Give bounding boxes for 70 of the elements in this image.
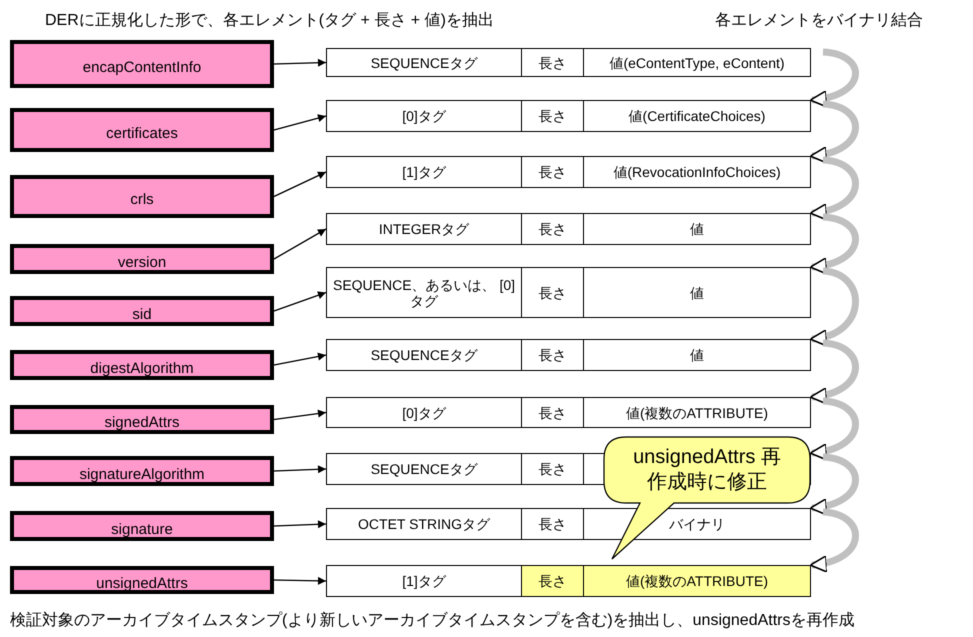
length-cell: 長さ <box>521 566 583 596</box>
heading-text: 各エレメントをバイナリ結合 <box>715 11 923 31</box>
curved-arrow <box>810 48 859 107</box>
field-box: crls <box>10 175 274 218</box>
length-cell: 長さ <box>521 101 583 131</box>
arrow <box>274 465 326 474</box>
arrow <box>274 171 326 198</box>
arrow <box>274 520 326 528</box>
value-cell: 値 <box>583 214 810 244</box>
curved-arrow <box>810 340 859 404</box>
tag-cell-text: [0]タグ <box>401 404 448 423</box>
value-cell: 値 <box>583 340 810 370</box>
tag-cell-text: [1]タグ <box>401 163 448 182</box>
arrow <box>274 114 326 131</box>
tag-cell-text: SEQUENCE、あるいは、 [0] タグ <box>332 276 516 310</box>
caption-text: 検証対象のアーカイブタイムスタンプ(より新しいアーカイブタイムスタンプを含む)を抽出し、unsignedAttrsを再作成 <box>10 610 854 631</box>
value-cell: 値(CertificateChoices) <box>583 101 810 131</box>
element-row <box>326 565 811 597</box>
arrow <box>274 576 326 585</box>
heading-text: DERに正規化した形で、各エレメント(タグ + 長さ + 値)を抽出 <box>45 10 494 31</box>
field-box: unsignedAttrs <box>10 566 274 594</box>
value-cell: 値 <box>583 268 810 317</box>
curved-arrow <box>810 508 859 572</box>
curved-arrow <box>810 156 859 220</box>
tag-cell-text: OCTET STRINGタグ <box>357 515 492 534</box>
tooltip-text: unsignedAttrs 再作成時に修正 <box>604 437 810 503</box>
field-box: encapContentInfo <box>10 40 274 88</box>
element-row <box>326 267 811 318</box>
arrow <box>274 291 326 312</box>
element-row <box>326 48 811 77</box>
value-cell: 値(複数のATTRIBUTE) <box>583 566 810 596</box>
length-cell: 長さ <box>521 509 583 539</box>
element-row <box>326 397 811 428</box>
element-row <box>326 100 811 132</box>
curved-arrow <box>810 454 859 515</box>
field-box: version <box>10 244 274 274</box>
length-cell: 長さ <box>521 398 583 427</box>
length-cell: 長さ <box>521 49 583 76</box>
field-box: signature <box>10 511 274 541</box>
element-row <box>326 213 811 245</box>
field-box: signatureAlgorithm <box>10 456 274 486</box>
field-box: sid <box>10 296 274 326</box>
field-box: certificates <box>10 108 274 152</box>
length-cell: 長さ <box>521 157 583 187</box>
length-cell: 長さ <box>521 268 583 317</box>
curved-arrow <box>810 398 859 460</box>
curved-arrow <box>810 268 859 346</box>
tag-cell-text: SEQUENCEタグ <box>370 346 479 365</box>
curved-arrow <box>810 214 859 274</box>
field-box: signedAttrs <box>10 405 274 434</box>
length-cell: 長さ <box>521 214 583 244</box>
tag-cell-text: [1]タグ <box>401 572 448 591</box>
arrow <box>274 228 326 260</box>
element-row <box>326 156 811 188</box>
value-cell: 値(eContentType, eContent) <box>583 49 810 76</box>
arrow <box>274 410 326 420</box>
field-box: digestAlgorithm <box>10 350 274 380</box>
arrow <box>274 352 326 366</box>
element-row <box>326 339 811 371</box>
value-cell: 値(RevocationInfoChoices) <box>583 157 810 187</box>
tag-cell-text: [0]タグ <box>401 107 448 126</box>
tag-cell-text: SEQUENCEタグ <box>370 460 479 479</box>
value-cell: 値(複数のATTRIBUTE) <box>583 398 810 427</box>
length-cell: 長さ <box>521 454 583 484</box>
curved-arrow <box>810 100 859 163</box>
length-cell: 長さ <box>521 340 583 370</box>
arrow <box>274 58 326 67</box>
tag-cell-text: INTEGERタグ <box>378 220 470 239</box>
tag-cell-text: SEQUENCEタグ <box>370 54 479 73</box>
element-row <box>326 508 811 540</box>
